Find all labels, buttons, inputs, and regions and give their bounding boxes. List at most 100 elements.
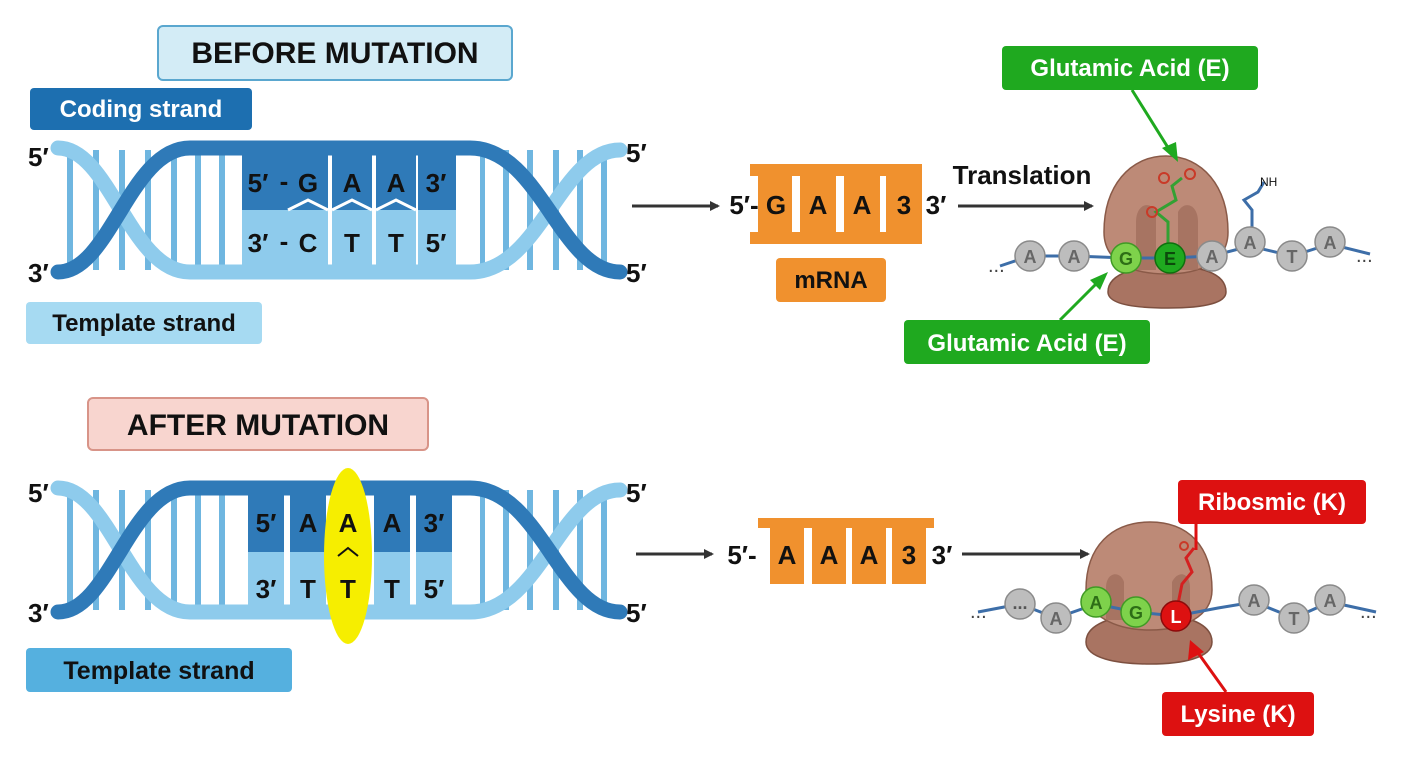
- chain-bead: [1014, 240, 1046, 272]
- chain-bead-label: T: [1287, 247, 1298, 267]
- after-dna-helix: 5′ A A A 3′ 3′ T T T 5′: [50, 468, 628, 644]
- chain-bead-mutated: [1160, 600, 1192, 632]
- glutamic-callout-top-arrow: [1130, 89, 1174, 155]
- mutation-highlight: [324, 468, 372, 644]
- before-mrna-base: 3: [897, 190, 911, 220]
- before-side-chain-label: NH: [1260, 175, 1277, 189]
- before-mrna: 5′- G A A 3 3′: [729, 164, 946, 244]
- glutamic-callout-bottom: Glutamic Acid (E): [927, 330, 1126, 357]
- before-end-top-right: 5′: [626, 138, 647, 168]
- before-side-chain-oxygen: [1158, 172, 1170, 184]
- before-mrna-right-end: 3′: [926, 190, 947, 220]
- before-top-base: A: [387, 168, 406, 198]
- after-mrna-base: 3: [902, 540, 916, 570]
- chain-bead-label: A: [1244, 233, 1257, 253]
- chain-bead-glutamic: [1154, 242, 1186, 274]
- before-template-strand-label: Template strand: [52, 310, 236, 337]
- after-bottom-base-mutated: T: [340, 574, 356, 604]
- after-template-strand-label: Template strand: [63, 657, 254, 685]
- after-bottom-base: T: [300, 574, 316, 604]
- chain-bead: [1058, 240, 1090, 272]
- after-end-top-left: 5′: [28, 478, 49, 508]
- glutamic-callout-top-arrowhead: [1162, 142, 1178, 162]
- after-mrna-left-end: 5′-: [727, 540, 756, 570]
- before-bottom-base: T: [344, 228, 360, 258]
- after-top-base: A: [383, 508, 402, 538]
- after-end-top-right: 5′: [626, 478, 647, 508]
- glutamic-callout-bottom-arrowhead: [1090, 272, 1108, 290]
- chain-bead: [1276, 240, 1308, 272]
- after-end-bottom-left: 3′: [28, 598, 49, 628]
- after-amino-chain: ... A A G L A T A: [1004, 584, 1346, 634]
- before-template-backbone: [50, 140, 628, 280]
- before-mrna-base: G: [766, 190, 786, 220]
- chain-bead: [1314, 226, 1346, 258]
- after-mrna-right-end: 3′: [932, 540, 953, 570]
- before-section: BEFORE MUTATION Coding strand: [26, 25, 1373, 364]
- chain-bead-label: A: [1024, 247, 1037, 267]
- mrna-label-box: [776, 258, 886, 302]
- chain-bead: [1238, 584, 1270, 616]
- before-side-chain-e: [1153, 176, 1183, 246]
- before-bottom-base: 3′: [248, 228, 269, 258]
- after-bottom-base: 3′: [256, 574, 277, 604]
- before-mrna-base: A: [853, 190, 872, 220]
- lysine-callout-arrowhead: [1188, 640, 1204, 660]
- coding-strand-label: Coding strand: [60, 96, 223, 123]
- before-end-top-left: 5′: [28, 142, 49, 172]
- translation-label: Translation: [953, 160, 1092, 190]
- before-side-chain-nh: [1241, 181, 1266, 232]
- chain-bead-label: A: [1324, 233, 1337, 253]
- after-mrna-base: A: [778, 540, 797, 570]
- glutamic-callout-bottom-box: [904, 320, 1150, 364]
- after-top-base-mutated: A: [339, 508, 358, 538]
- chain-bead: [1314, 584, 1346, 616]
- chain-bead: [1234, 226, 1266, 258]
- before-mrna-left-end: 5′-: [729, 190, 758, 220]
- after-end-bottom-right: 5′: [626, 598, 647, 628]
- lysine-callout: Lysine (K): [1180, 701, 1295, 728]
- before-top-base: A: [343, 168, 362, 198]
- before-bottom-base: 5′: [426, 228, 447, 258]
- before-top-base: -: [280, 166, 289, 196]
- chain-bead-label: G: [1119, 249, 1133, 269]
- before-side-chain-oxygen: [1184, 168, 1196, 180]
- chain-bead: [1196, 240, 1228, 272]
- before-template-strand-label-box: [26, 302, 262, 344]
- after-mrna-base: A: [820, 540, 839, 570]
- chain-bead-label: E: [1164, 249, 1176, 269]
- chain-bead: [1004, 588, 1036, 620]
- mutation-pair-notch: [337, 546, 359, 557]
- after-title-box: [87, 397, 429, 451]
- chain-bead-label: A: [1068, 247, 1081, 267]
- before-title-box: [157, 25, 513, 81]
- before-mrna-base: A: [809, 190, 828, 220]
- before-chain-dots-right: ...: [1356, 245, 1373, 267]
- chain-bead-highlight: [1110, 242, 1142, 274]
- before-side-chain-oxygen: [1146, 206, 1158, 218]
- before-top-base: 5′: [248, 168, 269, 198]
- after-mrna-base: A: [860, 540, 879, 570]
- after-section: AFTER MUTATION 5′: [26, 397, 1377, 736]
- after-chain-dots-right: ...: [1360, 601, 1377, 623]
- glutamic-callout-bottom-arrow: [1058, 278, 1102, 322]
- before-title: BEFORE MUTATION: [191, 37, 478, 70]
- glutamic-callout-top: Glutamic Acid (E): [1030, 55, 1229, 82]
- chain-bead-label: A: [1090, 593, 1103, 613]
- chain-bead-label: A: [1324, 591, 1337, 611]
- after-template-strand-label-box: [26, 648, 292, 692]
- before-bottom-base: T: [388, 228, 404, 258]
- before-bottom-base: -: [280, 226, 289, 256]
- after-bottom-base: T: [384, 574, 400, 604]
- after-top-base: 3′: [424, 508, 445, 538]
- after-top-base: A: [299, 508, 318, 538]
- lysine-callout-box: [1162, 692, 1314, 736]
- before-chain-backbone: [999, 242, 1371, 268]
- before-top-base: 3′: [426, 168, 447, 198]
- chain-bead-label: A: [1050, 609, 1063, 629]
- glutamic-callout-top-box: [1002, 46, 1258, 90]
- after-mrna: 5′- A A A 3 3′: [727, 518, 952, 584]
- after-side-chain-oxygen: [1179, 541, 1189, 551]
- after-coding-backbone: [50, 480, 628, 620]
- chain-bead-highlight: [1120, 596, 1152, 628]
